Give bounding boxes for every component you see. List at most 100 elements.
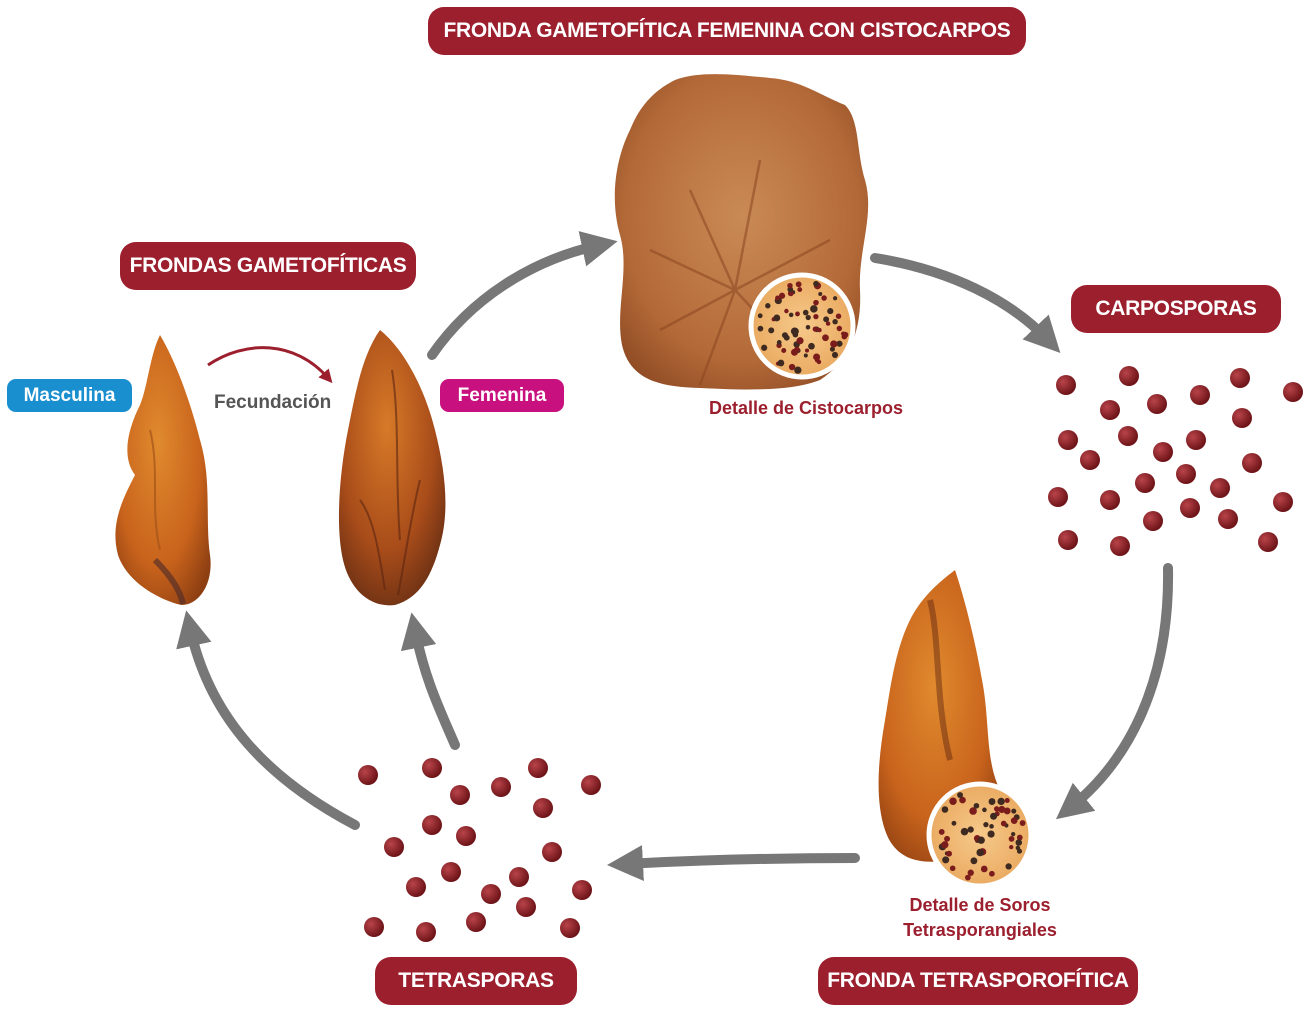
sorus-speck xyxy=(1001,821,1007,827)
tetraspore xyxy=(528,758,548,778)
carpospore xyxy=(1080,450,1100,470)
cystocarp-speck xyxy=(784,309,788,313)
cystocarp-speck xyxy=(773,315,780,322)
sorus-speck xyxy=(998,806,1005,813)
sorus-speck xyxy=(981,866,988,873)
tetraspore xyxy=(450,785,470,805)
sorus-speck xyxy=(970,857,977,864)
cystocarp-speck xyxy=(837,326,842,331)
sorus-speck xyxy=(1009,836,1015,842)
cystocarp-speck xyxy=(818,292,822,296)
tetraspore xyxy=(441,862,461,882)
tetraspore xyxy=(560,918,580,938)
carpospore xyxy=(1058,530,1078,550)
cystocarp-speck xyxy=(781,348,786,353)
sorus-speck xyxy=(952,821,957,826)
carpospore xyxy=(1058,430,1078,450)
tetraspore xyxy=(364,917,384,937)
cystocarp-speck xyxy=(794,347,800,353)
carpospore xyxy=(1056,375,1076,395)
sorus-speck xyxy=(1005,863,1011,869)
carpospore xyxy=(1100,400,1120,420)
sorus-speck xyxy=(944,836,950,842)
female-frond-image xyxy=(339,330,446,605)
carpospore xyxy=(1190,385,1210,405)
cystocarp-speck xyxy=(789,313,794,318)
tetraspore xyxy=(516,897,536,917)
sorus-speck xyxy=(983,822,988,827)
sorus-speck xyxy=(939,829,945,835)
tetraspore xyxy=(572,880,592,900)
cystocarp-speck xyxy=(813,314,818,319)
tetraspore xyxy=(406,877,426,897)
cystocarp-speck xyxy=(827,308,833,314)
tetraspore xyxy=(358,765,378,785)
carpospore xyxy=(1218,509,1238,529)
cystocarp-speck xyxy=(813,281,819,287)
arrow-tetrasporophyte-to-tetraspores xyxy=(625,858,855,864)
tetraspore xyxy=(581,775,601,795)
title-carpospores: CARPOSPORAS xyxy=(1071,285,1281,333)
male-tag: Masculina xyxy=(7,379,132,412)
tetraspore xyxy=(509,867,529,887)
arrow-female-to-cystocarp xyxy=(432,245,600,355)
cystocarp-speck xyxy=(779,293,785,299)
tetraspore-cluster xyxy=(358,758,601,942)
sorus-speck xyxy=(1009,845,1013,849)
title-tetrasporophytic-frond: FRONDA TETRASPOROFÍTICA xyxy=(818,957,1138,1005)
carpospore xyxy=(1232,408,1252,428)
cystocarp-speck xyxy=(768,327,774,333)
cystocarp-speck xyxy=(761,345,767,351)
sorus-speck xyxy=(977,837,984,844)
sorus-speck xyxy=(989,824,994,829)
carpospore-cluster xyxy=(1048,366,1303,556)
cystocarp-speck xyxy=(789,364,795,370)
sorus-speck xyxy=(1016,839,1023,846)
cystocarp-speck xyxy=(758,313,763,318)
carpospore xyxy=(1180,498,1200,518)
carpospore xyxy=(1119,366,1139,386)
carpospore xyxy=(1186,430,1206,450)
cystocarp-speck xyxy=(810,305,818,313)
tetraspore xyxy=(422,815,442,835)
sorus-speck xyxy=(949,798,956,805)
tetraspore xyxy=(422,758,442,778)
sorus-speck xyxy=(950,865,956,871)
tetraspore xyxy=(542,842,562,862)
sorus-speck xyxy=(1011,832,1015,836)
sorus-speck xyxy=(957,792,963,798)
cystocarp-speck xyxy=(808,343,815,350)
cystocarp-speck xyxy=(796,281,802,287)
sorus-speck xyxy=(976,849,983,856)
female-tag: Femenina xyxy=(440,379,564,412)
cystocarp-speck xyxy=(797,287,802,292)
carpospore xyxy=(1147,394,1167,414)
carpospore xyxy=(1242,453,1262,473)
cystocarp-speck xyxy=(806,325,810,329)
tetraspore xyxy=(533,798,553,818)
sorus-speck xyxy=(974,803,980,809)
cystocarp-speck xyxy=(796,337,803,344)
sorus-speck xyxy=(1011,809,1016,814)
cystocarp-speck xyxy=(777,340,782,345)
carpospore xyxy=(1230,368,1250,388)
arrow-cystocarp-to-carpospores xyxy=(875,258,1048,340)
carpospore xyxy=(1100,490,1120,510)
cystocarp-speck xyxy=(821,295,826,300)
cystocarp-speck xyxy=(830,340,837,347)
cystocarp-speck xyxy=(817,328,821,332)
sorus-speck xyxy=(1005,798,1010,803)
carpospore xyxy=(1143,511,1163,531)
cystocarp-speck xyxy=(833,296,837,300)
sorus-speck xyxy=(961,828,969,836)
cystocarp-speck xyxy=(832,352,838,358)
cystocarp-detail-circle xyxy=(751,275,853,377)
sorus-speck xyxy=(982,808,987,813)
cystocarp-detail-caption: Detalle de Cistocarpos xyxy=(700,398,912,419)
carpospore xyxy=(1283,382,1303,402)
cystocarp-speck xyxy=(787,283,792,288)
fertilization-arrow xyxy=(208,348,328,378)
carpospore xyxy=(1110,536,1130,556)
